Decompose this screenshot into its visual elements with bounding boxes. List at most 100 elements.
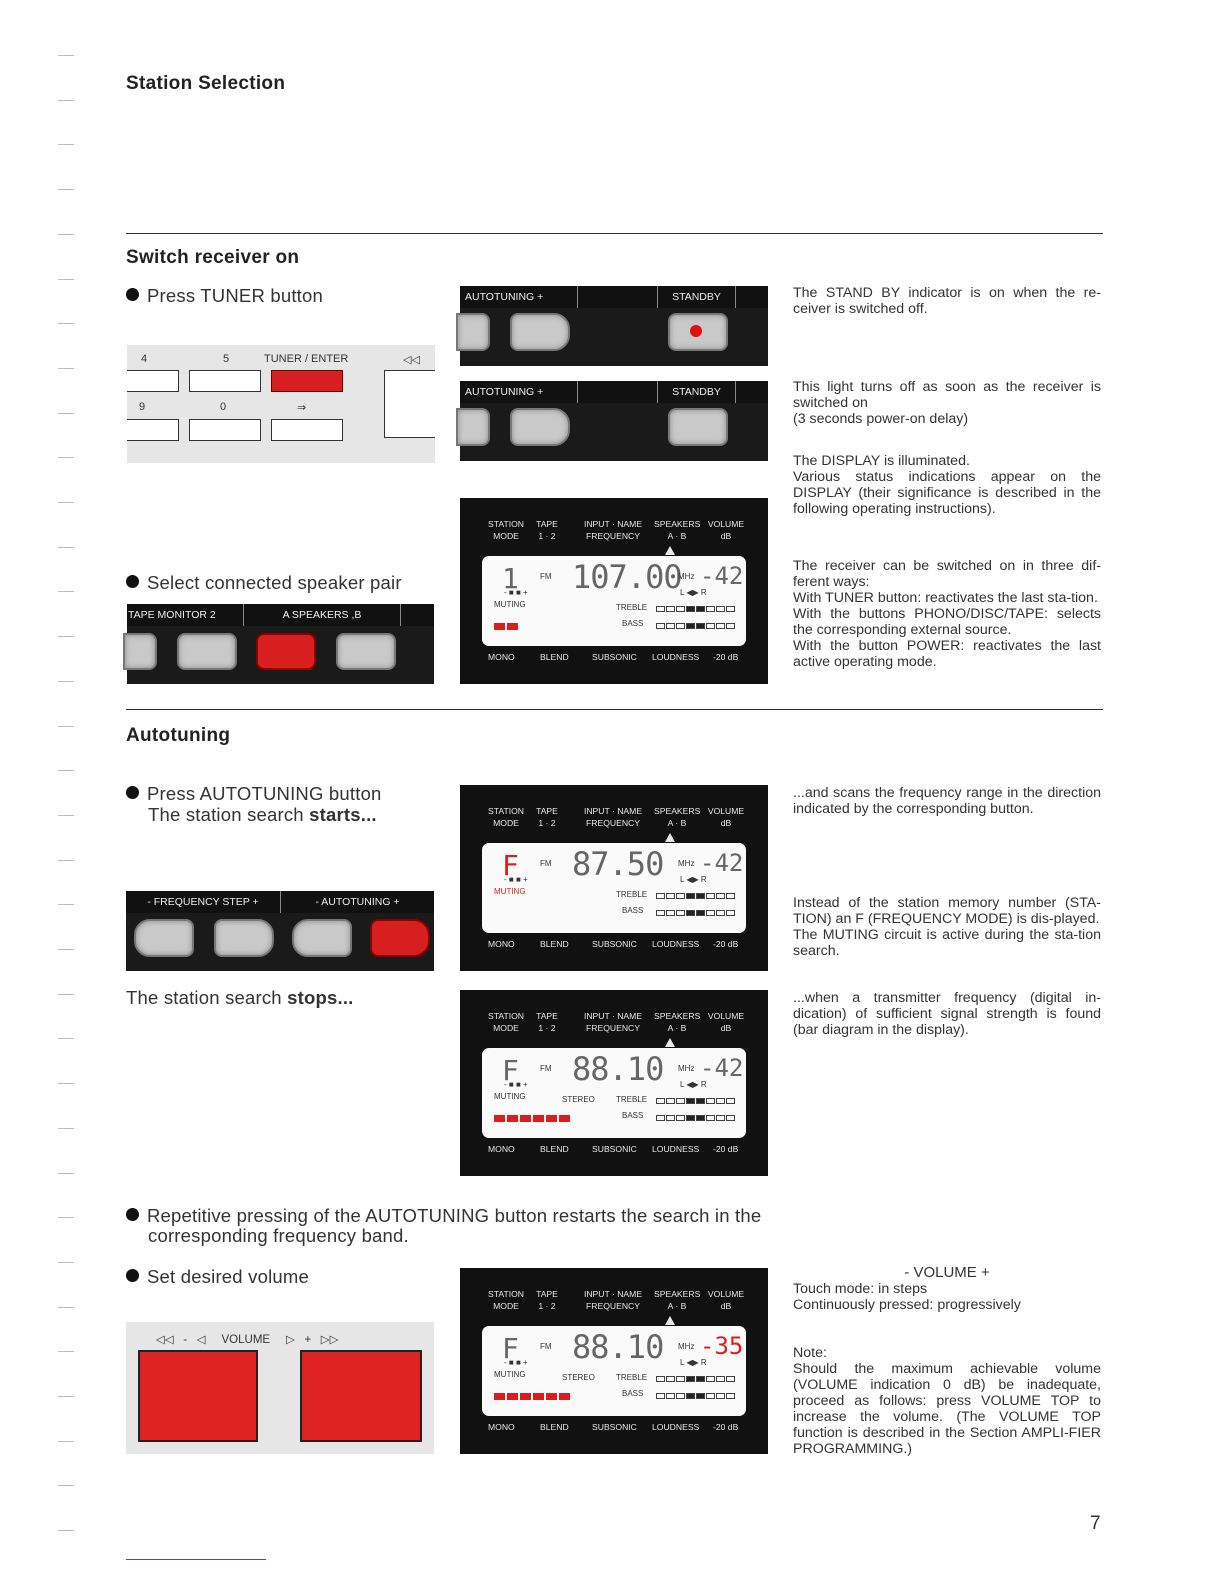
key-label-4: 4: [141, 353, 148, 365]
lcd-label-subsonic: SUBSONIC: [592, 1144, 637, 1154]
display-freq: 87.50: [572, 845, 664, 883]
desc-text: With TUNER button: reactivates the last …: [793, 590, 1098, 606]
lcd-label-mono: MONO: [488, 1144, 515, 1154]
margin-tick: [58, 859, 74, 861]
autotuning-plus-button[interactable]: [370, 919, 430, 957]
lcd-label-station: STATION: [488, 519, 524, 529]
key-rewind[interactable]: [384, 370, 435, 438]
lcd-label-subsonic: SUBSONIC: [592, 939, 637, 949]
lcd-label-db: dB: [720, 531, 732, 541]
display-station: 1: [502, 562, 519, 595]
signal-bar-segment: [507, 1393, 518, 1400]
lcd-label-stereo: STEREO: [562, 1373, 595, 1382]
lcd-label-speakers: SPEAKERS: [654, 1011, 701, 1021]
treble-bar: [656, 1092, 736, 1110]
speaker-indicator-icon: [665, 1038, 675, 1047]
lcd-label-lr: L ◀▶ R: [680, 875, 707, 884]
step-search-stops: The station search stops...: [126, 987, 354, 1009]
lcd-label-bass: BASS: [622, 906, 644, 915]
key-arrow[interactable]: [271, 419, 343, 441]
lcd-label-fm: FM: [540, 572, 552, 581]
frequency-step-minus-button[interactable]: [134, 919, 194, 957]
keypad-photo: 4 5 TUNER / ENTER ◁◁ 9 0 ⇒: [127, 345, 435, 463]
volume-panel: ◁◁ - ◁ VOLUME ▷ + ▷▷: [126, 1322, 434, 1454]
lcd-label-bass: BASS: [622, 1111, 644, 1120]
signal-bar-segment: [494, 1115, 505, 1122]
strip-label-speakers: A SPEAKERS ,B: [244, 604, 401, 626]
margin-tick: [58, 1217, 74, 1219]
lcd-label-tape: TAPE: [536, 806, 558, 816]
bullet-icon: [126, 1208, 139, 1221]
margin-tick: [58, 278, 74, 280]
autotuning-minus-button[interactable]: [456, 408, 490, 446]
lcd-label-blend: BLEND: [540, 1422, 569, 1432]
signal-bar-segment: [533, 1393, 544, 1400]
lcd-label-tape12: 1 · 2: [538, 1023, 556, 1033]
standby-panel-off: AUTOTUNING + STANDBY: [456, 381, 768, 461]
speaker-panel: TAPE MONITOR 2 A SPEAKERS ,B: [123, 604, 434, 684]
desc-text: Various status indications appear on the…: [793, 469, 1101, 517]
lcd-label-tape: TAPE: [536, 519, 558, 529]
lcd-label-lr: L ◀▶ R: [680, 1358, 707, 1367]
autotuning-plus-button[interactable]: [510, 313, 570, 351]
step-text: Press TUNER button: [147, 285, 323, 306]
desc-text: (3 seconds power-on delay): [793, 411, 969, 427]
lcd-label-loudness: LOUDNESS: [652, 1144, 700, 1154]
key-0[interactable]: [189, 419, 261, 441]
desc-text: Continuously pressed: progressively: [793, 1297, 1021, 1313]
lcd-label-station: STATION: [488, 1289, 524, 1299]
frequency-step-plus-button[interactable]: [214, 919, 274, 957]
tape-monitor-2-button[interactable]: [177, 633, 237, 670]
signal-bar-segment: [546, 1115, 557, 1122]
display-station: F: [502, 1332, 519, 1365]
key-label-5: 5: [223, 353, 230, 365]
step-text: Repetitive pressing of the AUTOTUNING bu…: [147, 1205, 762, 1226]
key-9[interactable]: [127, 419, 179, 441]
speaker-indicator-icon: [665, 833, 675, 842]
desc-transmitter-found: ...when a transmitter frequency (digital…: [793, 990, 1101, 1038]
lcd-label-blend: BLEND: [540, 1144, 569, 1154]
autotuning-plus-button[interactable]: [510, 408, 570, 446]
desc-display: The DISPLAY is illuminated. Various stat…: [793, 453, 1101, 517]
key-4[interactable]: [127, 370, 179, 392]
step-text: corresponding frequency band.: [148, 1225, 409, 1246]
signal-bar-segment: [507, 1115, 518, 1122]
lcd-label-loudness: LOUDNESS: [652, 1422, 700, 1432]
desc-text: Touch mode: in steps: [793, 1281, 928, 1297]
autotuning-minus-button[interactable]: [292, 919, 352, 957]
lcd-label-input-name: INPUT · NAME: [583, 519, 643, 529]
signal-bar-segment: [520, 1115, 531, 1122]
lcd-label-fm: FM: [540, 859, 552, 868]
speaker-indicator-icon: [665, 1316, 675, 1325]
speakers-a-button[interactable]: [256, 633, 316, 670]
key-label-tuner-enter: TUNER / ENTER: [264, 353, 349, 365]
signal-bar-segment: [520, 1393, 531, 1400]
lcd-label-volume: VOLUME: [707, 519, 745, 529]
margin-tick: [58, 591, 74, 593]
lcd-label-mhz: MHz: [678, 1064, 695, 1073]
standby-button[interactable]: [668, 313, 728, 351]
speakers-b-button[interactable]: [336, 633, 396, 670]
display-vol: -42: [700, 1054, 744, 1082]
tuner-enter-button[interactable]: [271, 370, 343, 392]
autotuning-panel: - FREQUENCY STEP + - AUTOTUNING +: [126, 891, 434, 971]
autotuning-minus-button[interactable]: [456, 313, 490, 351]
lcd-label-muting: MUTING: [494, 887, 526, 896]
margin-tick: [58, 1172, 74, 1174]
key-label-rewind: ◁◁: [403, 354, 420, 366]
tape-monitor-button[interactable]: [123, 633, 157, 670]
key-5[interactable]: [189, 370, 261, 392]
lcd-label-bass: BASS: [622, 619, 644, 628]
desc-light-off: This light turns off as soon as the rece…: [793, 379, 1101, 427]
desc-text: Instead of the station memory number (ST…: [793, 895, 1101, 927]
signal-strength-bar: [494, 1387, 572, 1400]
standby-button[interactable]: [668, 408, 728, 446]
lcd-label-balance: - ■ ■ +: [504, 588, 528, 597]
display-vol: -42: [700, 562, 744, 590]
volume-minus-button[interactable]: [138, 1350, 258, 1442]
step-text: Set desired volume: [147, 1266, 309, 1287]
lcd-label-mono: MONO: [488, 939, 515, 949]
volume-plus-button[interactable]: [300, 1350, 422, 1442]
margin-tick: [58, 1038, 74, 1040]
page-number: 7: [1090, 1513, 1101, 1534]
